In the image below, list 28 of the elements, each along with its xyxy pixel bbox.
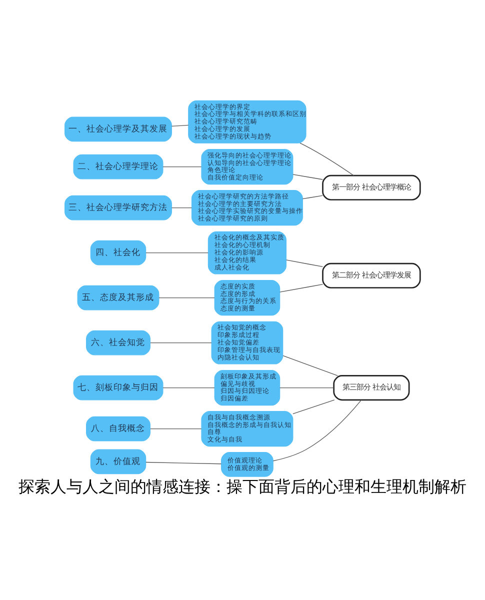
- connector: [158, 297, 215, 298]
- connector: [146, 462, 222, 464]
- node-box: 四、社会化: [90, 240, 146, 266]
- caption: 探索人与人之间的情感连接：操下面背后的心理和生理机制解析: [18, 477, 466, 496]
- node-box: 二、社会心理学理论: [73, 154, 164, 180]
- connector: [280, 284, 324, 292]
- node-box: 三、社会心理学研究方法: [64, 195, 172, 220]
- connector: [146, 252, 208, 254]
- connector: [171, 207, 192, 208]
- connector: [162, 387, 215, 388]
- connector: [292, 174, 323, 180]
- node-box: 八、自我概念: [86, 416, 150, 442]
- connector: [150, 428, 202, 430]
- connector: [292, 400, 335, 414]
- connector: [302, 195, 323, 200]
- connector: [280, 387, 334, 388]
- connector: [300, 142, 354, 176]
- connector: [286, 260, 324, 268]
- connector: [150, 342, 212, 344]
- connector: [162, 166, 202, 168]
- node-box: 五、态度及其形成: [77, 285, 160, 310]
- node-box: 九、价值观: [90, 449, 146, 474]
- node-box: 七、刻板印象与归因: [73, 375, 164, 400]
- connector: [282, 355, 338, 376]
- connector: [272, 400, 362, 462]
- node-box: 六、社会知觉: [86, 330, 150, 356]
- node-box: 一、社会心理学及其发展: [64, 116, 172, 142]
- connector: [171, 124, 189, 126]
